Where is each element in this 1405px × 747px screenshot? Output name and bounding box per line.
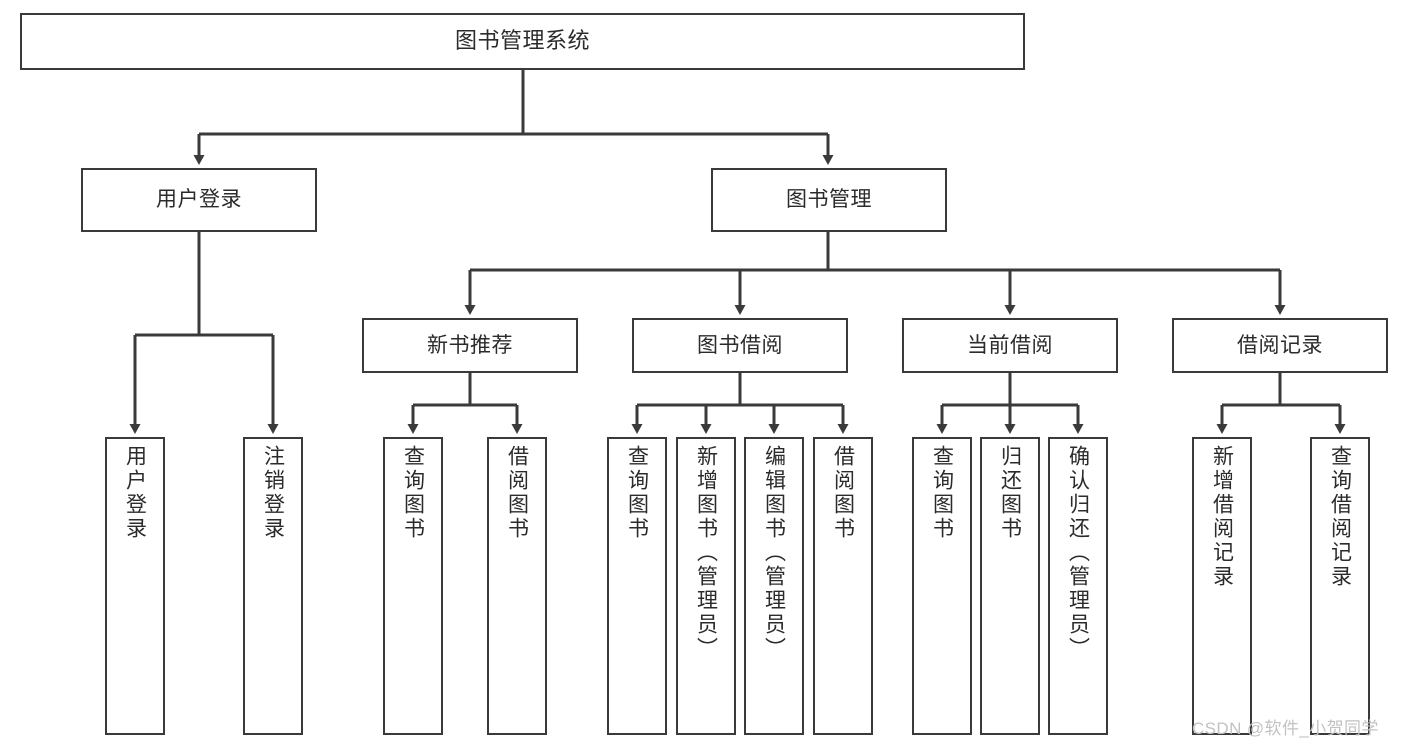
node-label: 借阅记录: [1237, 333, 1323, 357]
node-label: 用户登录: [123, 445, 147, 541]
leaf-borrow-add-book[interactable]: 新增图书（管理员）: [676, 437, 736, 735]
node-label: 确认归还（管理员）: [1066, 445, 1090, 661]
node-label: 编辑图书（管理员）: [762, 445, 786, 661]
leaf-current-query-book[interactable]: 查询图书: [912, 437, 972, 735]
node-label: 用户登录: [156, 188, 242, 212]
node-borrow-records[interactable]: 借阅记录: [1172, 318, 1388, 373]
leaf-recommend-borrow-book[interactable]: 借阅图书: [487, 437, 547, 735]
leaf-current-return-book[interactable]: 归还图书: [980, 437, 1040, 735]
node-label: 图书借阅: [697, 333, 783, 357]
node-label: 归还图书: [998, 445, 1022, 541]
node-new-book-recommend[interactable]: 新书推荐: [362, 318, 578, 373]
leaf-records-add-record[interactable]: 新增借阅记录: [1192, 437, 1252, 735]
node-label: 新增图书（管理员）: [694, 445, 718, 661]
leaf-user-login-login[interactable]: 用户登录: [105, 437, 165, 735]
node-user-login[interactable]: 用户登录: [81, 168, 317, 232]
node-label: 查询借阅记录: [1328, 445, 1352, 589]
node-label: 新增借阅记录: [1210, 445, 1234, 589]
node-label: 图书管理系统: [454, 28, 590, 54]
csdn-watermark: CSDN @软件_小贺同学: [1192, 719, 1379, 738]
leaf-user-login-logout[interactable]: 注销登录: [243, 437, 303, 735]
leaf-recommend-query-book[interactable]: 查询图书: [383, 437, 443, 735]
node-label: 查询图书: [625, 445, 649, 541]
leaf-borrow-edit-book[interactable]: 编辑图书（管理员）: [744, 437, 804, 735]
leaf-current-confirm-return[interactable]: 确认归还（管理员）: [1048, 437, 1108, 735]
node-label: 借阅图书: [505, 445, 529, 541]
node-label: 注销登录: [261, 445, 285, 541]
node-root-system[interactable]: 图书管理系统: [20, 13, 1025, 70]
leaf-borrow-borrow-book[interactable]: 借阅图书: [813, 437, 873, 735]
node-label: 新书推荐: [427, 333, 513, 357]
node-current-borrow[interactable]: 当前借阅: [902, 318, 1118, 373]
leaf-borrow-query-book[interactable]: 查询图书: [607, 437, 667, 735]
leaf-records-query-record[interactable]: 查询借阅记录: [1310, 437, 1370, 735]
node-book-borrow[interactable]: 图书借阅: [632, 318, 848, 373]
node-label: 借阅图书: [831, 445, 855, 541]
node-book-management[interactable]: 图书管理: [711, 168, 947, 232]
node-label: 查询图书: [401, 445, 425, 541]
node-label: 图书管理: [786, 188, 872, 212]
node-label: 查询图书: [930, 445, 954, 541]
node-label: 当前借阅: [967, 333, 1053, 357]
